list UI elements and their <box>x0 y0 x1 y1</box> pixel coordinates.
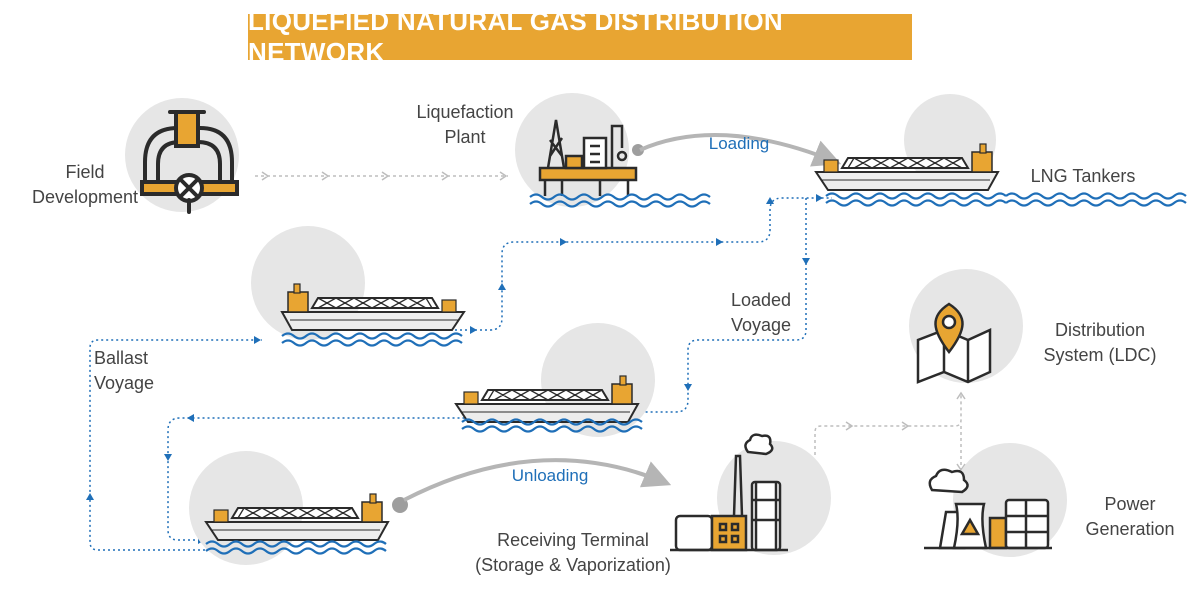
loaded-ship-icon <box>455 323 655 437</box>
ballast-voyage-label: Ballast Voyage <box>94 346 170 396</box>
liquefaction-plant-line-1: Liquefaction <box>416 102 514 122</box>
distribution-system-line-1: Distribution <box>1054 320 1146 340</box>
distribution-connector <box>814 391 966 472</box>
ballast-ship-icon <box>251 226 465 347</box>
lng-tankers-text: LNG Tankers <box>1030 166 1136 186</box>
distribution-system-label: Distribution System (LDC) <box>1030 318 1170 368</box>
unloading-ship-icon <box>189 451 389 565</box>
loading-arrow <box>632 133 842 167</box>
lng-tankers-node <box>815 94 1188 207</box>
lng-tankers-label: LNG Tankers <box>1018 164 1148 189</box>
ballast-voyage-line-1: Ballast <box>94 348 149 368</box>
power-generation-line-2: Generation <box>1085 519 1175 539</box>
receiving-terminal-label: Receiving Terminal (Storage & Vaporizati… <box>448 528 698 578</box>
liquefaction-plant-label: Liquefaction Plant <box>400 100 530 150</box>
unloading-label: Unloading <box>511 466 589 485</box>
power-generation-node <box>924 443 1067 557</box>
pipeline-valve-icon <box>140 110 239 214</box>
loaded-voyage-line-1: Loaded <box>730 290 792 310</box>
loaded-voyage-label: Loaded Voyage <box>716 288 806 338</box>
liquefaction-plant-line-2: Plant <box>444 127 486 147</box>
distribution-system-node <box>909 269 1023 384</box>
power-generation-label: Power Generation <box>1070 492 1190 542</box>
field-development-label: Field Development <box>30 160 140 210</box>
route-arrowheads <box>86 194 823 544</box>
power-generation-line-1: Power <box>1104 494 1156 514</box>
field-to-plant-connector <box>255 171 508 181</box>
field-development-node <box>125 98 239 214</box>
refinery-icon <box>670 433 788 552</box>
field-development-line-1: Field <box>65 162 105 182</box>
distribution-system-line-2: System (LDC) <box>1043 345 1157 365</box>
ballast-voyage-route <box>89 197 832 551</box>
receiving-terminal-line-1: Receiving Terminal <box>497 530 649 550</box>
loaded-voyage-line-2: Voyage <box>730 315 792 335</box>
offshore-platform-icon <box>538 119 638 196</box>
receiving-terminal-node <box>670 433 831 555</box>
loading-label: Loading <box>708 134 770 153</box>
liquefaction-plant-node <box>515 93 712 208</box>
unloading-arrow <box>392 458 672 513</box>
map-pin-icon <box>916 302 992 384</box>
ballast-voyage-line-2: Voyage <box>94 373 155 393</box>
field-development-line-2: Development <box>31 187 139 207</box>
receiving-terminal-line-2: (Storage & Vaporization) <box>475 555 671 575</box>
power-plant-icon <box>924 468 1052 550</box>
